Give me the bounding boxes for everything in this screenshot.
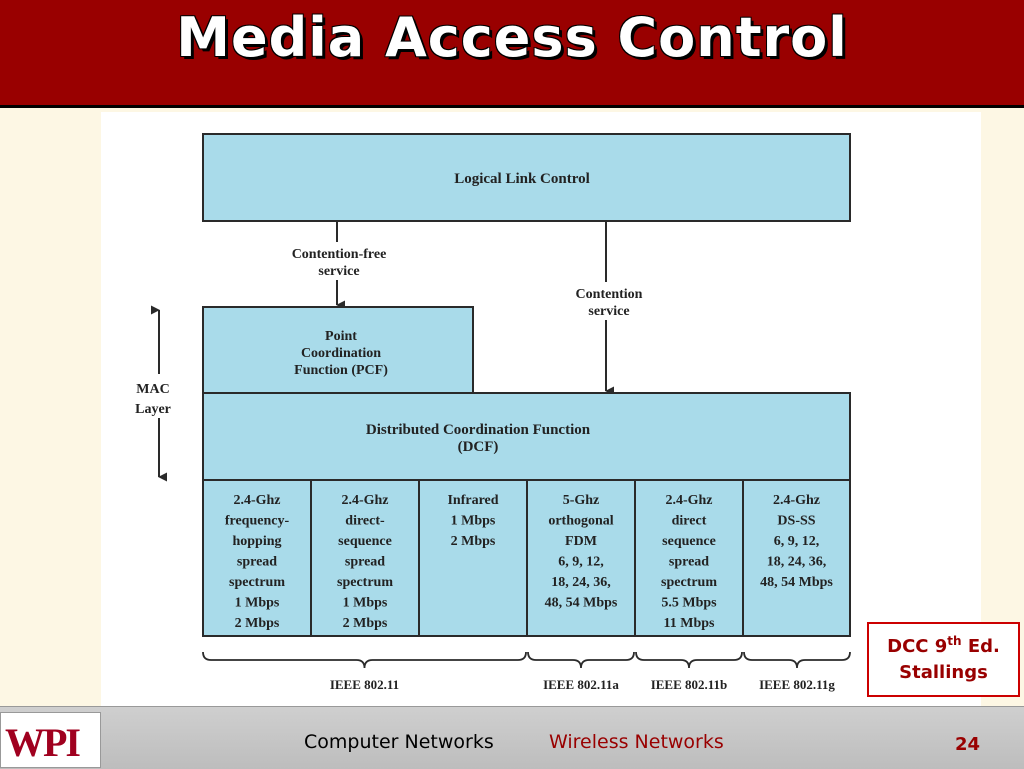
phy-column-5-line-5: spectrum	[661, 575, 717, 590]
footer-course: Computer Networks	[304, 731, 494, 753]
slide-title: Media Access Control	[176, 6, 848, 69]
phy-column-4-line-6: 48, 54 Mbps	[545, 596, 618, 611]
phy-columns: 2.4-Ghz frequency-hopping spread spectrum 1 …	[202, 479, 851, 637]
phy-column-5-line-7: 11 Mbps	[664, 616, 716, 631]
phy-column-2-line-1: 2.4-Ghz	[341, 493, 388, 508]
standard-label-4: IEEE 802.11g	[759, 677, 835, 692]
footer-topic: Wireless Networks	[549, 731, 724, 753]
phy-column-6-line-3: 6, 9, 12,	[774, 534, 820, 549]
standard-brace-2	[527, 651, 635, 669]
pcf-label-line1: Point	[325, 329, 357, 344]
footer-bar	[0, 706, 1024, 769]
phy-column-2-line-4: spread	[345, 555, 385, 570]
phy-column-3-line-1: Infrared	[447, 493, 498, 508]
phy-column-1	[202, 479, 312, 637]
phy-column-3-line-3: 2 Mbps	[451, 534, 496, 549]
phy-column-5-line-2: direct	[672, 514, 707, 529]
phy-column-6-line-1: 2.4-Ghz	[773, 493, 820, 508]
phy-column-5-line-4: spread	[669, 555, 709, 570]
dcf-label-line2: (DCF)	[458, 439, 499, 455]
phy-column-4-line-1: 5-Ghz	[563, 493, 600, 508]
phy-column-2-line-2: direct-	[345, 514, 385, 529]
mac-layer-label-line2: Layer	[135, 402, 171, 417]
phy-column-1-line-1: 2.4-Ghz	[233, 493, 280, 508]
wpi-logo-text: WPI	[5, 720, 81, 765]
phy-column-4-line-4: 6, 9, 12,	[558, 555, 604, 570]
llc-box	[202, 133, 851, 222]
llc-label: Logical Link Control	[454, 171, 590, 187]
phy-column-5-line-6: 5.5 Mbps	[661, 596, 717, 611]
phy-column-6-line-2: DS-SS	[777, 514, 815, 529]
contention-label-line1: Contention	[576, 287, 643, 302]
contention-label-line2: service	[588, 304, 629, 319]
contention-free-label-line1: Contention-free	[292, 247, 387, 262]
standard-label-3: IEEE 802.11b	[651, 677, 728, 692]
page-number: 24	[955, 734, 981, 755]
title-bar	[0, 0, 1024, 108]
dcf-box	[202, 392, 851, 481]
phy-column-2-line-5: spectrum	[337, 575, 393, 590]
citation-box: DCC 9th Ed. Stallings	[867, 622, 1020, 697]
citation-line1: DCC 9th Ed.	[869, 634, 1018, 660]
standard-label-2: IEEE 802.11a	[543, 677, 619, 692]
phy-column-1-line-6: 1 Mbps	[235, 596, 280, 611]
mac-diagram: Logical Link Control Contention-free ser…	[101, 112, 981, 706]
contention-free-label-line2: service	[318, 264, 359, 279]
dcf-label-line1: Distributed Coordination Function	[366, 422, 591, 438]
phy-column-2-line-7: 2 Mbps	[343, 616, 388, 631]
citation-line2: Stallings	[899, 662, 988, 683]
phy-column-4-line-2: orthogonal	[548, 514, 613, 529]
phy-column-2-line-3: sequence	[338, 534, 392, 549]
phy-column-5-line-1: 2.4-Ghz	[665, 493, 712, 508]
pcf-box	[202, 306, 474, 394]
standard-brace-4	[743, 651, 851, 669]
phy-column-1-line-4: spread	[237, 555, 277, 570]
standard-brace-1	[202, 651, 527, 669]
phy-column-2	[310, 479, 420, 637]
mac-layer-label-line1: MAC	[136, 382, 169, 397]
mac-diagram-svg: Logical Link Control Contention-free ser…	[135, 133, 851, 692]
citation-sup: th	[947, 634, 962, 648]
standard-braces: IEEE 802.11 IEEE 802.11a IEEE 802.11b IEEE …	[202, 651, 851, 692]
pcf-label-line3: Function (PCF)	[294, 363, 388, 378]
phy-column-2-line-6: 1 Mbps	[343, 596, 388, 611]
wpi-logo: WPI	[0, 712, 101, 768]
phy-column-6-line-5: 48, 54 Mbps	[760, 575, 833, 590]
citation-prefix: DCC 9	[887, 636, 948, 657]
standard-brace-3	[635, 651, 743, 669]
citation-suffix: Ed.	[961, 636, 1000, 657]
phy-column-1-line-3: hopping	[232, 534, 281, 549]
standard-label-1: IEEE 802.11	[330, 677, 399, 692]
pcf-label-line2: Coordination	[301, 346, 381, 361]
phy-column-1-line-7: 2 Mbps	[235, 616, 280, 631]
phy-column-6	[742, 479, 851, 637]
phy-column-5-line-3: sequence	[662, 534, 716, 549]
phy-column-3-line-2: 1 Mbps	[451, 514, 496, 529]
phy-column-5	[634, 479, 744, 637]
phy-column-6-line-4: 18, 24, 36,	[767, 555, 827, 570]
phy-column-1-line-2: frequency-	[225, 514, 290, 529]
phy-column-3	[418, 479, 528, 637]
phy-column-4-line-5: 18, 24, 36,	[551, 575, 611, 590]
phy-column-4-line-3: FDM	[565, 534, 597, 549]
phy-column-1-line-5: spectrum	[229, 575, 285, 590]
